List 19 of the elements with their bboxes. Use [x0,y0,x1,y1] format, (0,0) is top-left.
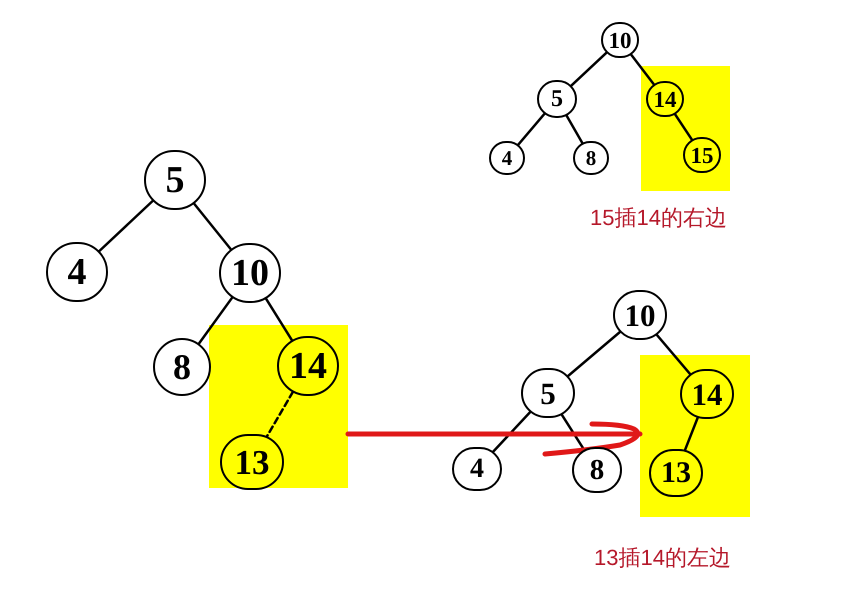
tree-edge [566,330,622,378]
caption: 15插14的右边 [590,204,727,232]
tree-edge [570,51,608,87]
tree-edge [655,333,692,376]
tree-edge [517,112,546,146]
tree-edge [565,114,584,144]
tree-edge [492,410,532,454]
tree-edge [264,297,294,342]
caption: 13插14的左边 [594,544,731,572]
tree-edge [192,202,232,251]
tree-edge [346,422,642,456]
tree-edge [265,390,294,438]
tree-edge [198,296,234,345]
tree-edge [674,113,694,141]
tree-edge [98,200,154,252]
highlight-band [209,325,348,488]
tree-edge [684,416,700,452]
highlight-band [641,66,730,191]
highlight-band [640,355,750,517]
